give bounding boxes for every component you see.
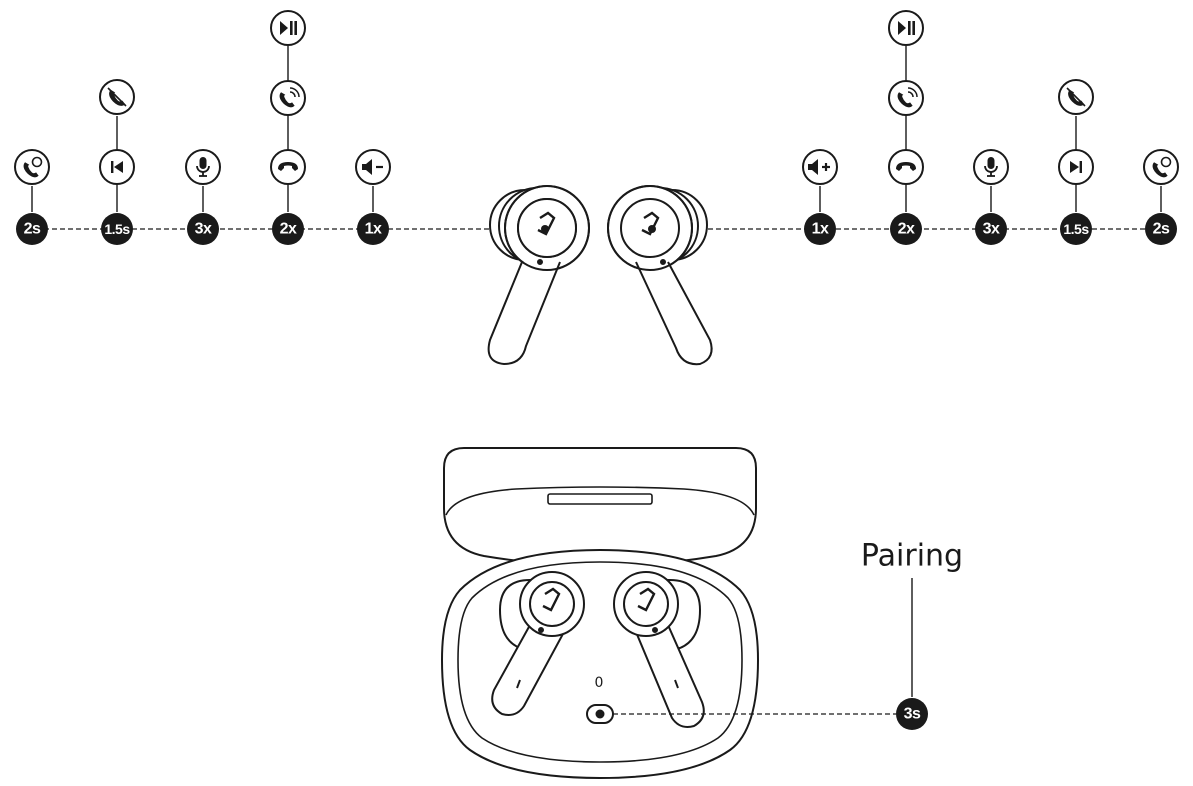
right-connectors (819, 46, 1162, 212)
volume-up-icon (802, 149, 838, 185)
right-badge-2s-label: 2s (1153, 221, 1170, 238)
left-badge-1x: 1x (357, 213, 389, 245)
charging-case-lid (443, 447, 757, 568)
hang-up-icon (270, 149, 306, 185)
left-connectors (31, 46, 374, 212)
left-badge-3x-label: 3x (195, 221, 212, 238)
pairing-title: Pairing (861, 539, 963, 574)
pairing-button[interactable] (586, 704, 614, 724)
microphone-icon (973, 149, 1009, 185)
play-pause-icon (888, 10, 924, 46)
previous-track-icon (99, 149, 135, 185)
play-pause-icon (270, 10, 306, 46)
next-track-icon (1058, 149, 1094, 185)
charging-case-body (440, 548, 760, 780)
left-earbud-illustration (487, 185, 590, 366)
answer-call-icon (270, 80, 306, 116)
case-right-earbud (613, 571, 705, 728)
case-led-indicator: 0 (595, 675, 604, 691)
case-left-earbud (491, 571, 585, 716)
pairing-badge-label: 3s (904, 706, 921, 723)
right-badge-1x-label: 1x (812, 221, 829, 238)
right-badge-1-5s: 1.5s (1060, 213, 1092, 245)
left-badge-1-5s: 1.5s (101, 213, 133, 245)
volume-down-icon (355, 149, 391, 185)
right-badge-2x: 2x (890, 213, 922, 245)
left-badge-2s-label: 2s (24, 221, 41, 238)
reject-call-icon (99, 79, 135, 115)
left-badge-2x: 2x (272, 213, 304, 245)
right-earbud-illustration (607, 185, 713, 366)
left-badge-2x-label: 2x (280, 221, 297, 238)
right-badge-1x: 1x (804, 213, 836, 245)
pairing-badge-3s: 3s (896, 698, 928, 730)
left-badge-3x: 3x (187, 213, 219, 245)
left-badge-1-5s-label: 1.5s (104, 221, 130, 237)
voice-assistant-icon (1143, 149, 1179, 185)
right-badge-1-5s-label: 1.5s (1063, 221, 1089, 237)
microphone-icon (185, 149, 221, 185)
right-badge-3x: 3x (975, 213, 1007, 245)
right-badge-2x-label: 2x (898, 221, 915, 238)
left-badge-2s: 2s (16, 213, 48, 245)
voice-assistant-icon (14, 149, 50, 185)
hang-up-icon (888, 149, 924, 185)
answer-call-icon (888, 80, 924, 116)
reject-call-icon (1058, 79, 1094, 115)
right-badge-3x-label: 3x (983, 221, 1000, 238)
right-badge-2s: 2s (1145, 213, 1177, 245)
left-badge-1x-label: 1x (365, 221, 382, 238)
